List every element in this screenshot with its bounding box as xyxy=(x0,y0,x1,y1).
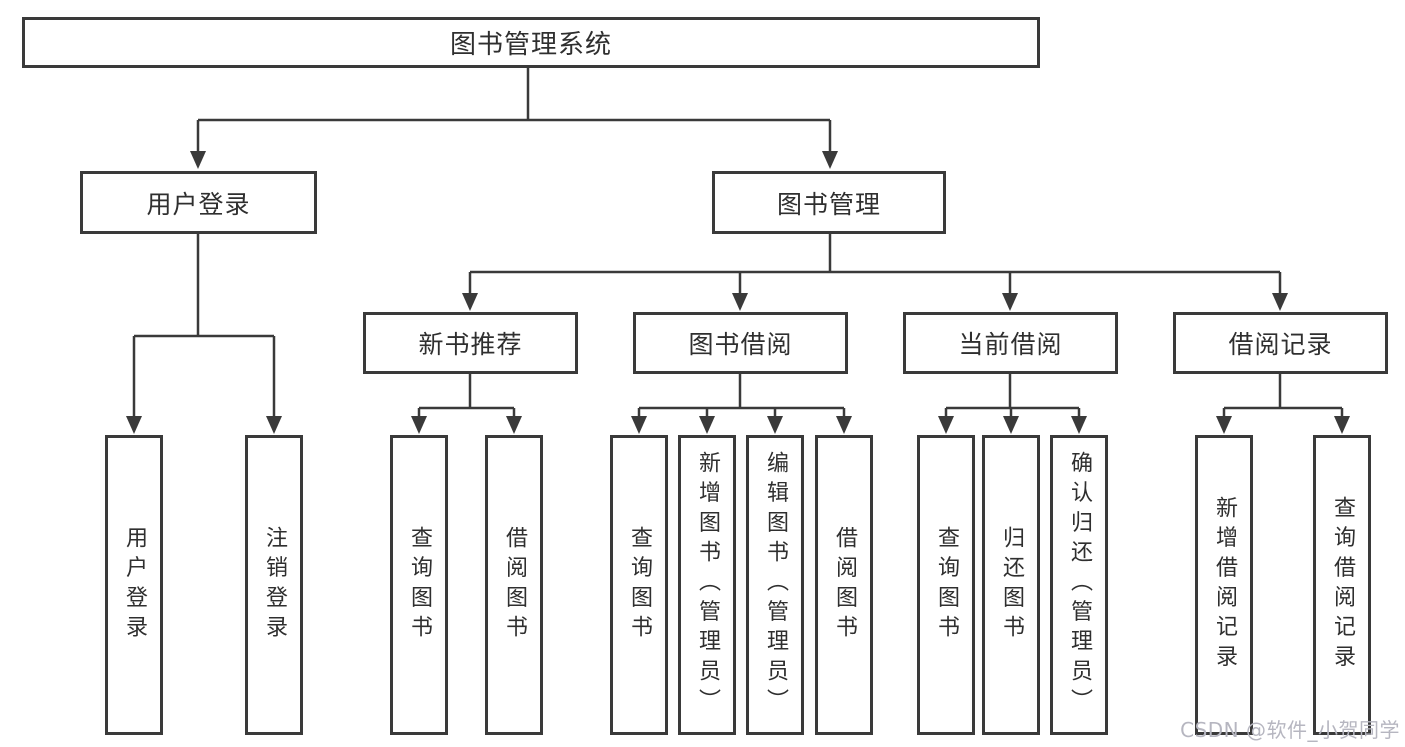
connector-book-borrow xyxy=(637,374,846,418)
leaf-add-book-admin: 新增图书（管理员） xyxy=(678,435,736,735)
node-borrowing-records-label: 借阅记录 xyxy=(1228,330,1333,359)
node-book-borrowing: 图书借阅 xyxy=(633,312,848,374)
node-book-management: 图书管理 xyxy=(712,171,946,234)
node-root: 图书管理系统 xyxy=(22,17,1040,68)
csdn-watermark: CSDN @软件_小贺同学 xyxy=(1180,718,1400,742)
leaf-query-books-borrowing-label: 查询图书 xyxy=(627,525,652,645)
leaf-user-login-label: 用户登录 xyxy=(122,525,147,645)
leaf-query-borrow-record: 查询借阅记录 xyxy=(1313,435,1371,735)
leaf-borrow-books-borrowing-label: 借阅图书 xyxy=(832,525,857,645)
leaf-return-books: 归还图书 xyxy=(982,435,1040,735)
connector-current xyxy=(944,374,1081,418)
node-book-borrowing-label: 图书借阅 xyxy=(688,330,793,359)
node-current-borrowing: 当前借阅 xyxy=(903,312,1118,374)
connector-new-rec xyxy=(417,374,516,418)
leaf-add-book-admin-label: 新增图书（管理员） xyxy=(695,451,720,719)
leaf-borrow-books-recommend-label: 借阅图书 xyxy=(502,525,527,645)
leaf-confirm-return-admin-label: 确认归还（管理员） xyxy=(1067,451,1092,719)
node-user-login: 用户登录 xyxy=(80,171,317,234)
leaf-edit-book-admin: 编辑图书（管理员） xyxy=(746,435,804,735)
leaf-logout-label: 注销登录 xyxy=(262,525,287,645)
node-user-login-label: 用户登录 xyxy=(146,189,251,219)
leaf-query-books-borrowing: 查询图书 xyxy=(610,435,668,735)
node-book-management-label: 图书管理 xyxy=(776,189,881,219)
leaf-query-books-current-label: 查询图书 xyxy=(934,525,959,645)
connector-records xyxy=(1222,374,1344,418)
leaf-return-books-label: 归还图书 xyxy=(999,525,1024,645)
node-borrowing-records: 借阅记录 xyxy=(1173,312,1388,374)
leaf-edit-book-admin-label: 编辑图书（管理员） xyxy=(763,451,788,719)
leaf-confirm-return-admin: 确认归还（管理员） xyxy=(1050,435,1108,735)
leaf-user-login: 用户登录 xyxy=(105,435,163,735)
leaf-query-books-recommend: 查询图书 xyxy=(390,435,448,735)
leaf-logout: 注销登录 xyxy=(245,435,303,735)
leaf-borrow-books-recommend: 借阅图书 xyxy=(485,435,543,735)
leaf-query-borrow-record-label: 查询借阅记录 xyxy=(1330,495,1355,675)
leaf-query-books-recommend-label: 查询图书 xyxy=(407,525,432,645)
leaf-query-books-current: 查询图书 xyxy=(917,435,975,735)
leaf-add-borrow-record: 新增借阅记录 xyxy=(1195,435,1253,735)
connector-root xyxy=(196,68,832,153)
leaf-add-borrow-record-label: 新增借阅记录 xyxy=(1212,495,1237,675)
node-current-borrowing-label: 当前借阅 xyxy=(958,330,1063,359)
node-new-book-recommend: 新书推荐 xyxy=(363,312,578,374)
leaf-borrow-books-borrowing: 借阅图书 xyxy=(815,435,873,735)
connector-book-mgmt xyxy=(468,234,1282,295)
connector-user-login xyxy=(132,234,276,418)
node-new-book-recommend-label: 新书推荐 xyxy=(418,330,523,359)
node-root-label: 图书管理系统 xyxy=(449,30,612,60)
